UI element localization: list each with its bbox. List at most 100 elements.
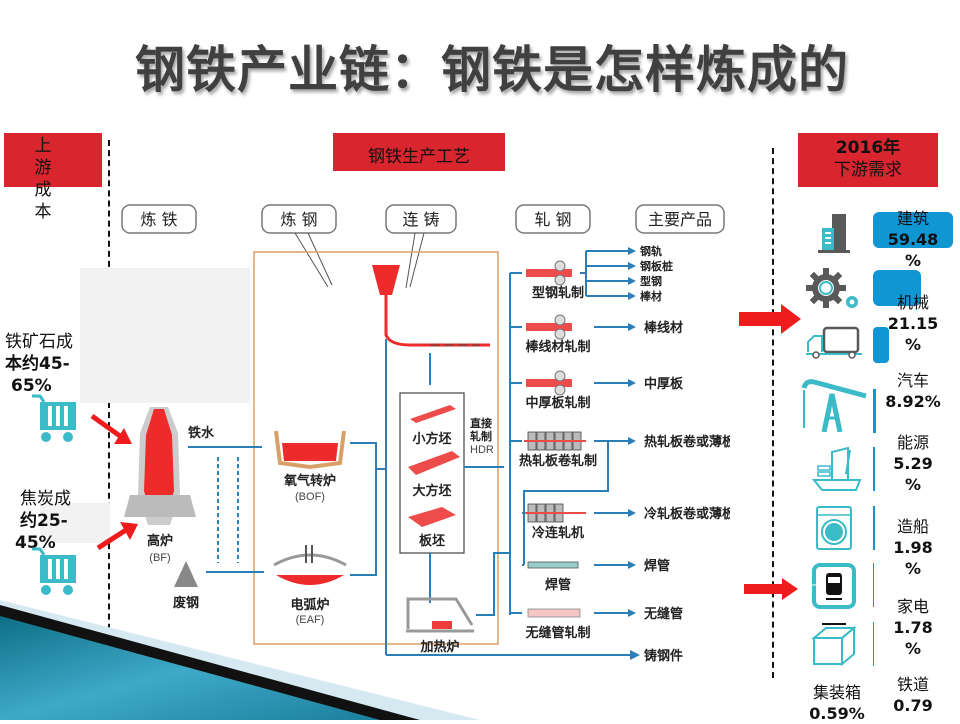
arrow-icon (90, 413, 132, 444)
svg-text:炼 钢: 炼 钢 (280, 210, 317, 229)
upstream-char: 上 (34, 136, 52, 156)
sector-share: 0.79 (893, 696, 933, 715)
upstream-char: 成 (34, 180, 52, 200)
sector-name: 家电 (896, 597, 929, 616)
hot-metal-label: 铁水 (187, 425, 215, 441)
rolling-mill-label: 中厚板轧制 (525, 395, 590, 411)
hdr-label: 直接 (470, 416, 492, 430)
share-bar-auto (873, 327, 889, 363)
flow-line (523, 440, 609, 565)
product-label: 热轧板卷或薄板 (644, 434, 730, 450)
arrow-head (628, 437, 636, 445)
iron-ore-cost: 铁矿石成 本约45- 65% (5, 331, 105, 397)
corner-decoration (0, 600, 480, 720)
share-bar-energy (873, 389, 876, 433)
sector-container: 集装箱 0.59% (800, 682, 874, 724)
coke-label: 焦炭成 (20, 489, 71, 509)
page-title: 钢铁产业链：钢铁是怎样炼成的 (135, 41, 849, 99)
share-bar-shipbuilding (873, 447, 875, 491)
rolling-mill-icon (526, 260, 572, 286)
svg-text:(BOF): (BOF) (295, 491, 325, 503)
iron-ore-range: 本约45- (5, 354, 70, 374)
arrow-icon (739, 304, 801, 334)
scrap-steel-icon: 废钢 (173, 561, 199, 611)
product-label: 钢板桩 (640, 259, 673, 273)
process-header: 钢铁生产工艺 (333, 133, 505, 171)
product-label: 冷轧板卷或薄板 (644, 506, 730, 522)
arrow-head (628, 323, 636, 331)
share-bar-machinery (873, 270, 921, 306)
sector-shipbuilding: 造船 1.98 % (880, 516, 946, 579)
sector-share: 0.59% (809, 704, 865, 723)
sector-name: 能源 (896, 433, 929, 452)
sector-share: 21.15 (887, 314, 939, 333)
product-label: 钢轨 (640, 244, 662, 258)
svg-text:高炉: 高炉 (147, 533, 173, 549)
hdr-label: 轧制 (470, 429, 492, 443)
downstream-year: 2016年 (835, 138, 901, 158)
sector-name: 机械 (896, 293, 929, 312)
coke-highlight-panel (40, 503, 110, 543)
rolling-mill-label: 无缝管轧制 (524, 625, 590, 641)
sector-share: 1.78 (893, 618, 933, 637)
arrow-head (628, 561, 636, 569)
rolling-mill-icon (527, 561, 579, 569)
downstream-header: 2016年 下游需求 (798, 133, 938, 187)
arrow-head (628, 509, 636, 517)
ship-icon (812, 446, 862, 491)
product-label: 中厚板 (644, 376, 684, 392)
cart-icon (32, 547, 76, 595)
svg-text:板坯: 板坯 (419, 533, 445, 549)
coke-range-end: 45% (15, 533, 56, 553)
svg-text:主要产品: 主要产品 (648, 210, 712, 229)
rolling-mill-label: 焊管 (545, 577, 571, 593)
stage-label-products: 主要产品 (635, 204, 725, 234)
truck-icon (806, 326, 862, 359)
downstream-title: 下游需求 (834, 160, 902, 180)
rolling-mill-label: 热轧板卷轧制 (519, 453, 597, 469)
rolling-mill-icon (524, 431, 586, 451)
sector-energy: 能源 5.29 % (880, 432, 946, 495)
sector-unit: % (904, 251, 922, 270)
sector-name: 集装箱 (812, 683, 861, 702)
arrow-head (628, 262, 636, 270)
arrow-icon (96, 522, 138, 551)
svg-text:氧气转炉: 氧气转炉 (283, 473, 336, 489)
rolling-mill-icon (526, 314, 572, 340)
rolling-mill-label: 棒线材轧制 (525, 339, 590, 355)
product-label: 棒材 (640, 289, 662, 303)
arrow-head (628, 247, 636, 255)
rolling-mill-icon (524, 503, 586, 523)
sector-share: 5.29 (893, 454, 933, 473)
sector-name: 建筑 (896, 209, 929, 228)
upstream-header-text: 上 游 成 本 (32, 135, 54, 223)
billet-large-icon: 大方坯 (408, 451, 460, 499)
sector-name: 造船 (896, 517, 929, 536)
train-icon (812, 563, 856, 609)
product-label: 无缝管 (643, 606, 683, 622)
sector-name: 汽车 (896, 371, 929, 390)
svg-text:轧 钢: 轧 钢 (534, 210, 571, 229)
gear-icon (806, 268, 858, 308)
sector-share: 1.98 (893, 538, 933, 557)
sector-name: 铁道 (896, 675, 929, 694)
bof-icon: 氧气转炉 (BOF) (274, 430, 346, 503)
sector-unit: % (904, 475, 922, 494)
product-label: 焊管 (644, 558, 670, 574)
blast-furnace-icon: 高炉 (BF) (124, 407, 196, 564)
sector-unit: % (904, 639, 922, 658)
continuous-caster-icon (372, 265, 490, 347)
sector-unit: % (904, 335, 922, 354)
svg-text:连 铸: 连 铸 (402, 210, 439, 229)
slab-icon: 板坯 (408, 507, 456, 549)
svg-text:大方坯: 大方坯 (412, 483, 451, 499)
coke-cost-end: 45% (15, 532, 56, 554)
sector-appliances: 家电 1.78 % (880, 596, 946, 659)
product-label: 棒线材 (644, 320, 683, 336)
upstream-char: 游 (34, 158, 52, 178)
process-diagram: 炼 铁 炼 钢 连 铸 轧 钢 主要产品 高炉 (BF) 铁水 废钢 (121, 204, 730, 664)
billet-small-icon: 小方坯 (410, 405, 456, 447)
share-bar-container (873, 622, 874, 666)
svg-text:加热炉: 加热炉 (419, 639, 459, 655)
svg-text:(EAF): (EAF) (296, 614, 325, 626)
